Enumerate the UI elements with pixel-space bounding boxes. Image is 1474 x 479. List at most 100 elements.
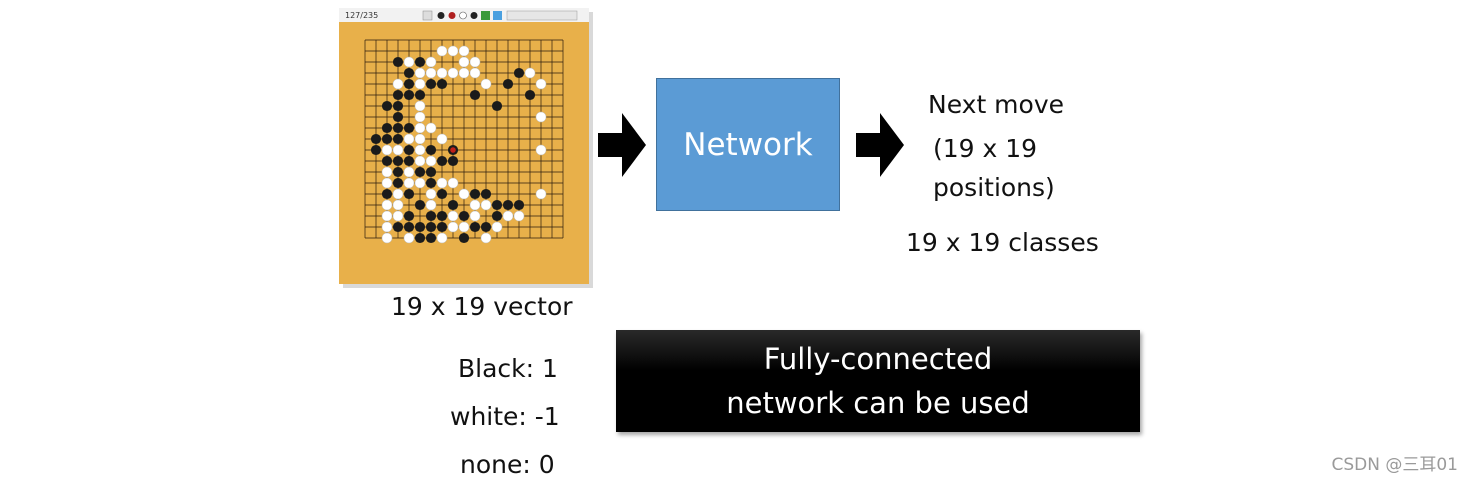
white-stone xyxy=(513,210,525,222)
black-stone xyxy=(491,210,503,222)
white-stone xyxy=(480,199,492,211)
output-title: Next move xyxy=(928,90,1065,119)
white-stone xyxy=(458,56,470,68)
arrow-right-icon xyxy=(598,113,646,177)
white-stone xyxy=(392,199,404,211)
black-stone xyxy=(447,155,459,167)
black-stone xyxy=(414,166,426,178)
white-stone xyxy=(425,188,437,200)
black-stone xyxy=(458,210,470,222)
white-stone xyxy=(436,67,448,79)
black-stone xyxy=(425,166,437,178)
board-stones xyxy=(370,45,547,244)
black-stone xyxy=(491,199,503,211)
white-stone xyxy=(392,188,404,200)
white-stone xyxy=(425,199,437,211)
black-stone xyxy=(436,221,448,233)
black-stone xyxy=(425,210,437,222)
white-stone xyxy=(480,232,492,244)
black-stone xyxy=(425,144,437,156)
white-stone xyxy=(414,100,426,112)
output-size: (19 x 19 xyxy=(933,134,1038,163)
white-stone xyxy=(535,111,547,123)
black-stone xyxy=(502,199,514,211)
black-stone xyxy=(381,188,393,200)
white-stone xyxy=(480,78,492,90)
black-stone xyxy=(414,199,426,211)
white-stone xyxy=(381,144,393,156)
black-stone xyxy=(491,100,503,112)
white-stone xyxy=(447,221,459,233)
black-stone xyxy=(403,188,415,200)
board-toolbar-label: 127/235 xyxy=(345,11,378,20)
white-stone xyxy=(425,122,437,134)
black-stone xyxy=(414,221,426,233)
last-move-marker xyxy=(450,147,456,153)
white-stone xyxy=(425,155,437,167)
black-stone xyxy=(392,166,404,178)
black-stone xyxy=(469,188,481,200)
white-stone xyxy=(436,45,448,57)
black-stone xyxy=(392,221,404,233)
white-stone xyxy=(414,78,426,90)
board-toolbar-icons xyxy=(422,10,578,21)
white-stone xyxy=(458,221,470,233)
white-stone xyxy=(381,221,393,233)
white-stone xyxy=(403,133,415,145)
white-stone xyxy=(403,56,415,68)
white-stone xyxy=(425,67,437,79)
go-board-image: 127/235 xyxy=(339,8,593,288)
white-stone xyxy=(469,199,481,211)
white-stone xyxy=(381,199,393,211)
white-stone xyxy=(447,177,459,189)
network-box: Network xyxy=(656,78,840,211)
black-stone xyxy=(447,199,459,211)
white-stone xyxy=(535,78,547,90)
black-stone xyxy=(403,155,415,167)
black-stone xyxy=(403,144,415,156)
white-stone xyxy=(425,56,437,68)
black-stone xyxy=(414,232,426,244)
black-stone xyxy=(469,89,481,101)
black-stone xyxy=(392,56,404,68)
black-stone xyxy=(370,133,382,145)
black-stone xyxy=(425,177,437,189)
white-stone xyxy=(381,177,393,189)
black-stone xyxy=(403,78,415,90)
black-stone xyxy=(403,221,415,233)
callout-box: Fully-connected network can be used xyxy=(616,330,1140,432)
output-classes: 19 x 19 classes xyxy=(906,228,1099,257)
white-stone xyxy=(458,188,470,200)
black-stone xyxy=(392,177,404,189)
black-stone xyxy=(392,100,404,112)
white-stone xyxy=(414,67,426,79)
white-stone xyxy=(381,232,393,244)
black-stone xyxy=(381,133,393,145)
black-stone xyxy=(436,210,448,222)
black-stone xyxy=(414,89,426,101)
callout-line-1: Fully-connected xyxy=(763,342,993,376)
white-stone xyxy=(469,210,481,222)
white-stone xyxy=(381,166,393,178)
white-stone xyxy=(524,67,536,79)
black-stone xyxy=(436,78,448,90)
black-stone xyxy=(458,232,470,244)
black-stone xyxy=(414,56,426,68)
white-stone xyxy=(458,45,470,57)
callout-line-2: network can be used xyxy=(726,386,1030,420)
white-stone xyxy=(381,210,393,222)
black-stone xyxy=(480,221,492,233)
white-stone xyxy=(392,78,404,90)
black-stone xyxy=(436,188,448,200)
white-stone xyxy=(403,177,415,189)
arrow-right-icon xyxy=(856,113,904,177)
black-stone xyxy=(381,100,393,112)
black-stone xyxy=(403,67,415,79)
black-stone xyxy=(392,133,404,145)
output-positions: positions) xyxy=(933,173,1055,202)
black-stone xyxy=(469,221,481,233)
black-stone xyxy=(370,144,382,156)
white-stone xyxy=(414,155,426,167)
white-stone xyxy=(469,56,481,68)
white-stone xyxy=(403,166,415,178)
